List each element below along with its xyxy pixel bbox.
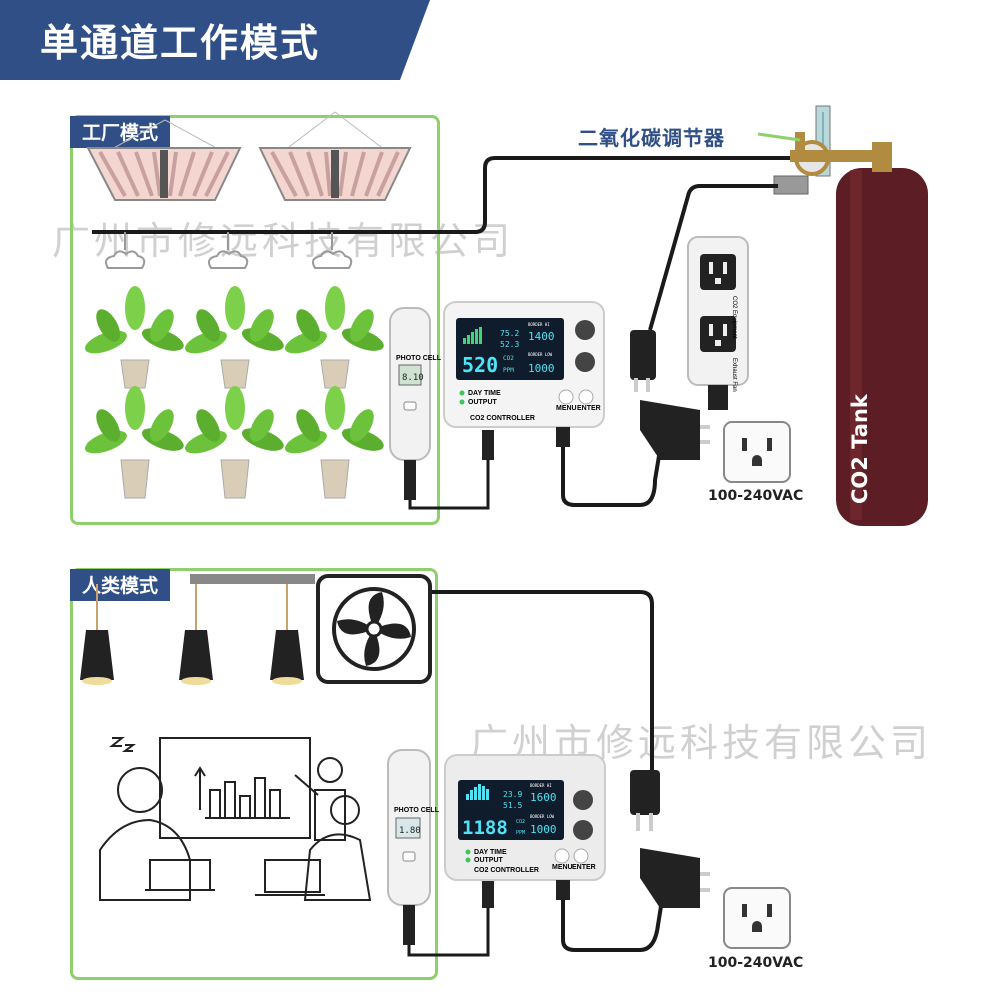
co2-controller-top: [443, 301, 605, 447]
grow-light-right: [258, 111, 412, 201]
photocell-top-value: 8.10: [402, 373, 424, 383]
co2-tank: [836, 142, 928, 526]
controller-top-unit: PPM: [503, 367, 514, 374]
photocell-top-label: PHOTO CELL: [396, 355, 442, 362]
controller-bottom-name: CO2 CONTROLLER: [474, 867, 539, 874]
controller-bottom-border-hi: 1600: [530, 791, 557, 804]
title-banner: [0, 0, 430, 80]
co2-controller-bottom: [444, 754, 606, 900]
controller-bottom-value: 1188: [462, 817, 508, 839]
controller-top-border-low: 1000: [528, 362, 555, 375]
controller-top-humidity: 52.3: [500, 340, 519, 349]
controller-top-output: OUTPUT: [468, 399, 498, 406]
grow-light-left: [86, 119, 242, 201]
outlet-label-co2: CO2 Equipment: [731, 296, 737, 339]
controller-bottom-enter: ENTER: [572, 864, 596, 871]
human-mode-panel: [70, 568, 438, 980]
photocell-sensor-bottom: [387, 749, 431, 945]
human-mode-tag: 人类模式: [70, 569, 171, 601]
voltage-label-bottom: 100-240VAC: [708, 955, 804, 971]
power-plug-icon: [630, 770, 660, 831]
pendant-lamp-icon: [80, 584, 114, 685]
wall-outlet-icon: [723, 421, 791, 483]
controller-top-border-low-label: BORDER LOW: [528, 352, 553, 357]
controller-bottom-border-low-label: BORDER LOW: [530, 814, 555, 819]
voltage-label-top: 100-240VAC: [708, 488, 804, 504]
controller-bottom-border-low: 1000: [530, 823, 557, 836]
controller-top-border-hi-label: BORDER HI: [528, 322, 550, 327]
photocell-sensor-top: [389, 307, 431, 500]
outlet-box: [687, 236, 749, 410]
controller-top-name: CO2 CONTROLLER: [470, 415, 535, 422]
plant-icon: [285, 286, 384, 389]
page-title: 单通道工作模式: [40, 21, 321, 65]
controller-top-enter: ENTER: [577, 405, 601, 412]
controller-top-value: 520: [462, 353, 498, 377]
controller-top-temp: 75.2: [500, 329, 519, 338]
controller-bottom-temp: 23.9: [503, 790, 522, 799]
co2-nozzle-icon: [105, 232, 353, 269]
controller-top-co2: CO2: [503, 355, 514, 362]
photocell-bottom-label: PHOTO CELL: [394, 807, 440, 814]
plant-icon: [185, 386, 284, 499]
factory-mode-panel: [70, 115, 440, 525]
ceiling-bar: [190, 574, 315, 584]
tank-label: CO2 Tank: [842, 394, 882, 510]
controller-bottom-co2: CO2: [516, 819, 525, 825]
controller-bottom-unit: PPM: [516, 830, 525, 836]
power-plug-icon: [630, 330, 656, 392]
outlet-label-fan: Exhaust Fan: [731, 358, 737, 392]
controller-bottom-daytime: DAY TIME: [474, 849, 507, 856]
pendant-lamp-icon: [270, 584, 304, 685]
plant-icon: [85, 286, 184, 389]
plant-icon: [285, 386, 384, 499]
plug-adapter-icon: [640, 400, 710, 460]
controller-top-border-hi: 1400: [528, 330, 555, 343]
controller-bottom-output: OUTPUT: [474, 857, 504, 864]
exhaust-fan-icon: [316, 574, 432, 684]
co2-regulator-icon: [773, 105, 875, 195]
plug-adapter-icon: [640, 848, 710, 908]
pendant-lamp-icon: [179, 584, 213, 685]
office-workers-sketch: [99, 737, 372, 901]
plant-icon: [185, 286, 284, 389]
controller-top-daytime: DAY TIME: [468, 390, 501, 397]
controller-bottom-menu: MENU: [552, 864, 573, 871]
photocell-bottom-value: 1.80: [399, 826, 421, 836]
controller-bottom-humidity: 51.5: [503, 801, 522, 810]
controller-top-menu: MENU: [556, 405, 577, 412]
tank-label-text: CO2 Tank: [848, 394, 872, 504]
wall-outlet-icon: [723, 887, 791, 949]
factory-mode-tag: 工厂模式: [70, 116, 171, 148]
plant-icon: [85, 386, 184, 499]
watermark: 广州市修远科技有限公司: [52, 219, 515, 263]
regulator-label: 二氧化碳调节器: [578, 126, 725, 150]
controller-bottom-border-hi-label: BORDER HI: [530, 783, 552, 788]
